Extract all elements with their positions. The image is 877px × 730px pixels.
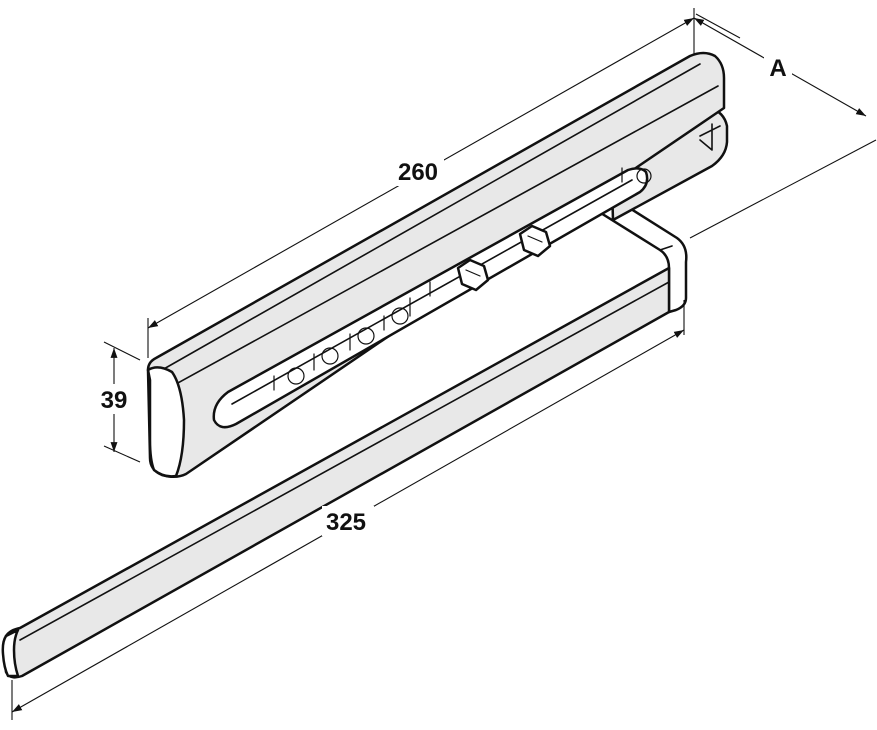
rail-rear-track-groove: [699, 123, 721, 151]
dimension-labels: 260 325 39 A: [101, 55, 787, 536]
dimension-label-260: 260: [398, 159, 438, 186]
dimension-label-a: A: [769, 55, 786, 82]
dimension-label-39: 39: [101, 387, 128, 414]
dimension-lines: [11, 8, 877, 720]
dimension-label-325: 325: [326, 509, 366, 536]
rail-end-cap: [146, 366, 186, 478]
